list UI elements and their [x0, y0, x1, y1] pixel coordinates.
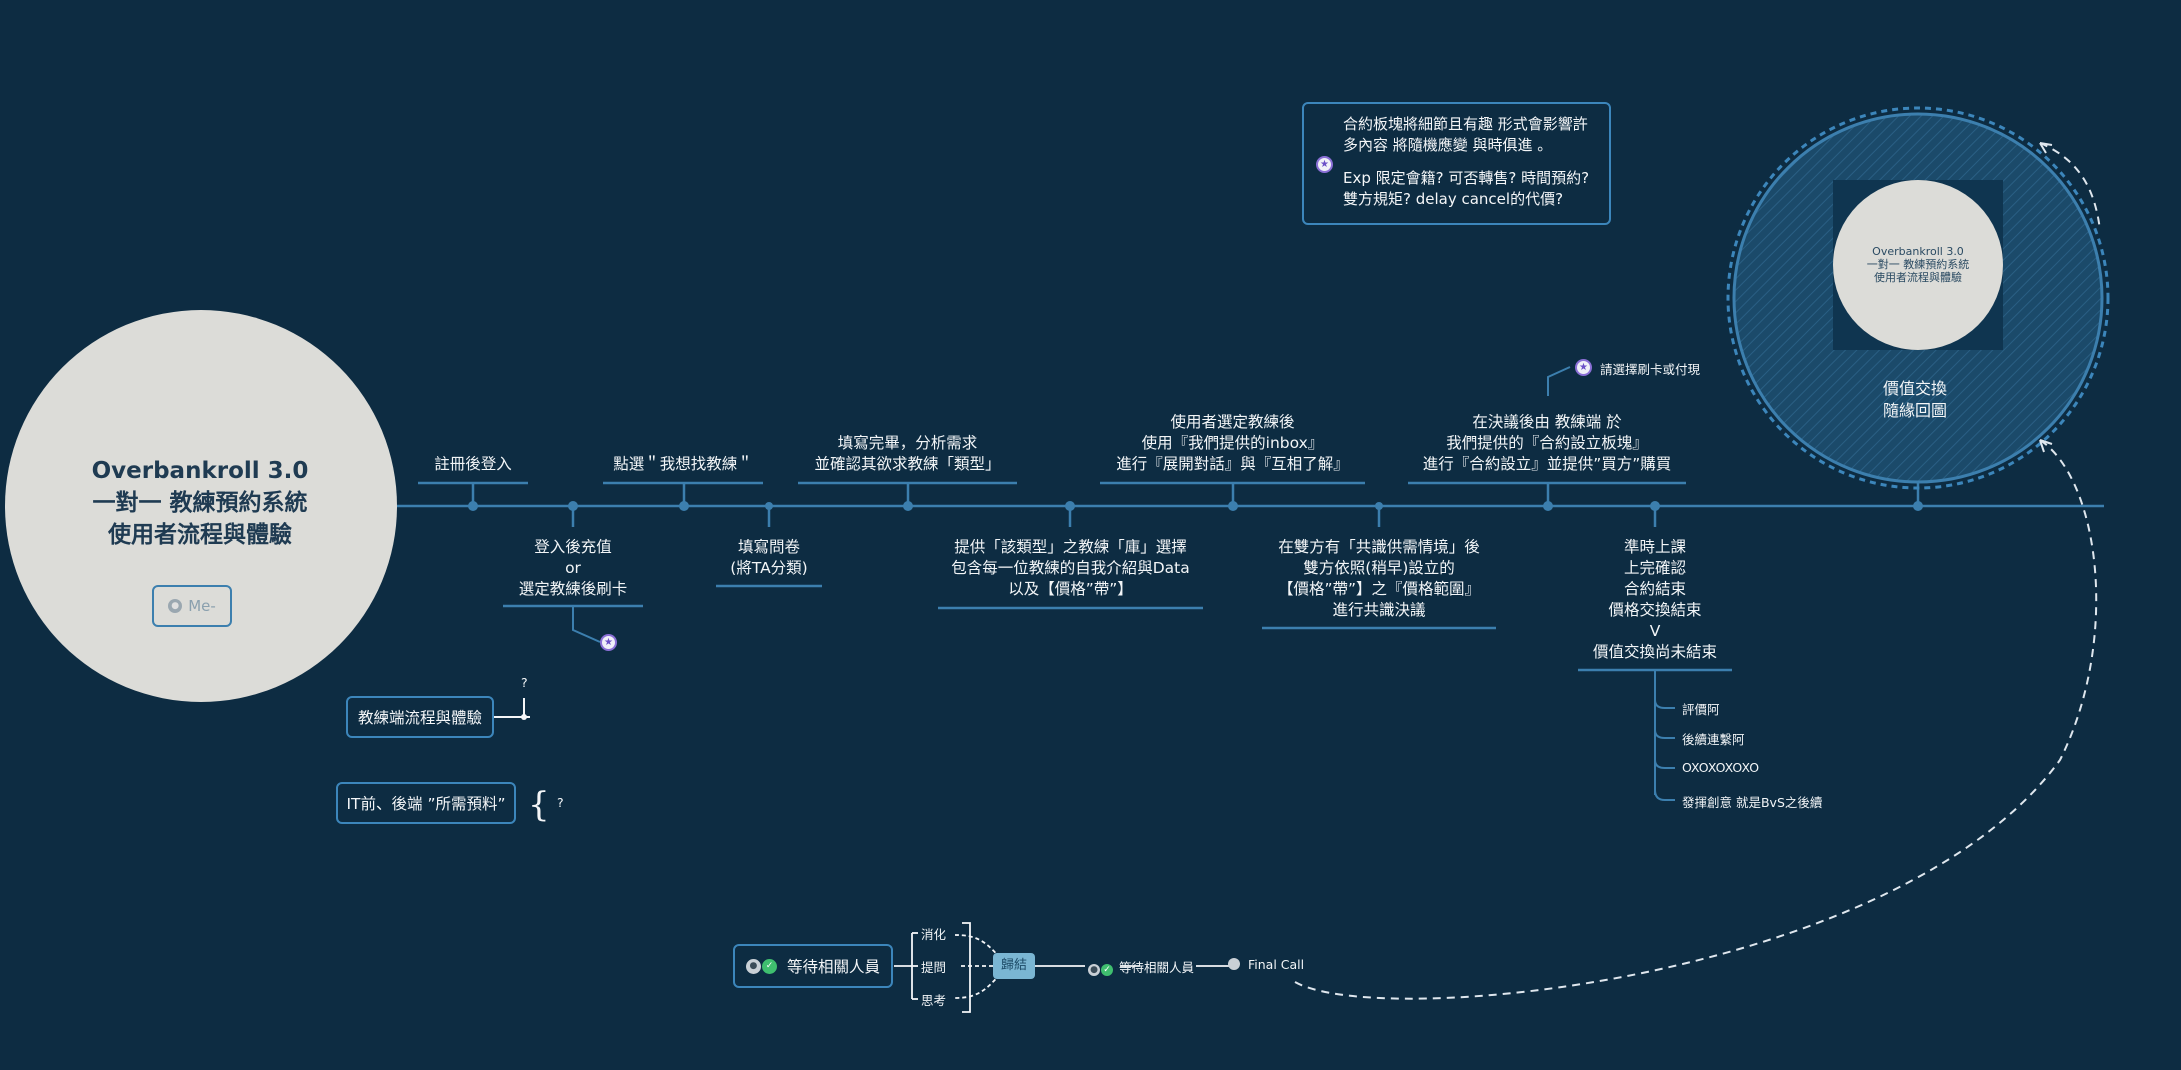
node-text: V — [1649, 622, 1661, 640]
branch-think[interactable]: 思考 — [921, 993, 947, 1008]
node-text: 價格交換結束 — [1608, 601, 1702, 619]
node-text: 在雙方有「共識供需情境」後 — [1278, 538, 1480, 556]
step-class-complete[interactable]: 準時上課 上完確認 合約結束 價格交換結束 V 價值交換尚未結束 — [1578, 537, 1732, 663]
b5-children-connectors — [1654, 670, 1675, 801]
node-text: 使用『我們提供的inbox』 — [1141, 434, 1324, 452]
step-analyze-needs[interactable]: 填寫完畢，分析需求 並確認其欲求教練「類型」 — [798, 433, 1017, 475]
note-paragraph: Exp 限定會籍? 可否轉售? 時間預約? 雙方規矩? delay cancel… — [1343, 169, 1590, 208]
note-paragraph: 合約板塊將細節且有趣 形式會影響許多內容 將隨機應變 與時俱進 。 — [1343, 115, 1588, 154]
node-text: 填寫完畢，分析需求 — [837, 434, 978, 452]
user-avatar-icon — [1228, 958, 1240, 970]
step-questionnaire[interactable]: 填寫問卷 (將TA分類) — [716, 537, 822, 579]
node-text: 進行『合約設立』並提供”買方”購買 — [1422, 455, 1672, 473]
child-follow-up[interactable]: 後續連繫阿 — [1682, 732, 1745, 747]
loop-label-line: 價值交換 — [1882, 379, 1947, 398]
waiting-next[interactable]: ●✓ 等待相關人員 — [1088, 957, 1194, 976]
contract-note[interactable]: ★ 合約板塊將細節且有趣 形式會影響許多內容 將隨機應變 與時俱進 。 Exp … — [1302, 102, 1611, 225]
step-register-login[interactable]: 註冊後登入 — [418, 454, 528, 475]
node-text: 包含每一位教練的自我介紹與Data — [951, 559, 1190, 577]
topic-label: 等待相關人員 — [786, 958, 880, 976]
star-marker-icon: ★ — [600, 634, 617, 651]
topic-label: IT前、後端 ”所需預料” — [346, 795, 506, 813]
loop-node-label[interactable]: 價值交換 隨緣回圖 — [1860, 378, 1970, 422]
node-text: 雙方依照(稍早)設立的 — [1303, 559, 1455, 577]
node-text: 合約結束 — [1623, 580, 1686, 598]
node-text: 填寫問卷 — [737, 538, 800, 556]
node-text: 使用者選定教練後 — [1170, 413, 1295, 431]
user-avatar-icon: ● — [168, 599, 183, 613]
branch-ask[interactable]: 提問 — [921, 960, 947, 975]
topic-label: 教練端流程與體驗 — [357, 709, 482, 727]
step-inbox-chat[interactable]: 使用者選定教練後 使用『我們提供的inbox』 進行『展開對話』與『互相了解』 — [1100, 412, 1365, 475]
mini-title-line: Overbankroll 3.0 — [1872, 245, 1964, 258]
branch-digest[interactable]: 消化 — [921, 927, 947, 942]
summary-node[interactable]: 歸結 — [993, 953, 1035, 979]
node-text: (將TA分類) — [730, 559, 808, 577]
coach-flow-question[interactable]: ? — [521, 675, 528, 690]
step-contract-setup[interactable]: 在決議後由 教練端 於 我們提供的『合約設立板塊』 進行『合約設立』並提供”買方… — [1408, 412, 1686, 475]
node-text: 上完確認 — [1623, 559, 1686, 577]
people-icon: ●✓ — [1088, 964, 1113, 976]
node-text: 點選＂我想找教練＂ — [613, 455, 753, 473]
node-text: 準時上課 — [1623, 538, 1686, 556]
child-creativity[interactable]: 發揮創意 就是BvS之後續 — [1682, 795, 1823, 810]
return-loop-arrow — [1294, 439, 2098, 1000]
brace-icon: { — [528, 785, 550, 825]
central-title-line: 使用者流程與體驗 — [108, 522, 292, 548]
node-text: or — [565, 559, 581, 577]
node-text: 等待相關人員 — [1119, 960, 1195, 975]
star-marker-icon: ★ — [1575, 359, 1592, 376]
loop-label-line: 隨緣回圖 — [1882, 401, 1947, 420]
central-topic-circle[interactable] — [5, 310, 397, 702]
timeline-dots — [468, 501, 1923, 511]
node-text: Final Call — [1248, 957, 1305, 972]
me-chip[interactable]: ● Me- — [152, 585, 232, 627]
callout-payment-choice[interactable]: 請選擇刷卡或付現 — [1600, 362, 1701, 377]
node-text: 【價格”帶”】之『價格範圍』 — [1277, 580, 1481, 598]
below-connectors — [503, 470, 1920, 672]
node-text: 提供「該類型」之教練「庫」選擇 — [954, 538, 1187, 556]
node-text: 並確認其欲求教練「類型」 — [814, 455, 1001, 473]
node-text: 以及【價格”帶”】 — [1008, 580, 1133, 598]
coach-flow-topic[interactable]: 教練端流程與體驗 — [346, 696, 494, 738]
node-text: 在決議後由 教練端 於 — [1472, 413, 1622, 431]
node-text: 進行『展開對話』與『互相了解』 — [1116, 455, 1349, 473]
it-needs-question[interactable]: ? — [557, 795, 564, 810]
central-topic-title: Overbankroll 3.0 一對一 教練預約系統 使用者流程與體驗 — [40, 455, 360, 551]
mini-title-line: 使用者流程與體驗 — [1874, 271, 1962, 284]
it-needs-topic[interactable]: IT前、後端 ”所需預料” — [336, 782, 516, 824]
waiting-connectors — [894, 922, 1230, 1013]
central-title-line: Overbankroll 3.0 — [91, 458, 309, 484]
node-text: 註冊後登入 — [434, 455, 512, 473]
people-icon: ●✓ — [745, 958, 777, 974]
node-text: 選定教練後刷卡 — [518, 580, 628, 598]
child-oxox[interactable]: OXOXOXOXO — [1682, 760, 1760, 775]
node-text: 登入後充值 — [534, 538, 612, 556]
child-review[interactable]: 評價阿 — [1682, 702, 1720, 717]
step-coach-library[interactable]: 提供「該類型」之教練「庫」選擇 包含每一位教練的自我介紹與Data 以及【價格”… — [938, 537, 1203, 600]
node-text: 價值交換尚未結束 — [1592, 643, 1717, 661]
final-call[interactable]: Final Call — [1228, 957, 1304, 972]
step-consensus[interactable]: 在雙方有「共識供需情境」後 雙方依照(稍早)設立的 【價格”帶”】之『價格範圍』… — [1262, 537, 1496, 621]
node-text: 我們提供的『合約設立板塊』 — [1446, 434, 1648, 452]
star-marker-icon: ★ — [1316, 156, 1333, 173]
loop-mini-title: Overbankroll 3.0 一對一 教練預約系統 使用者流程與體驗 — [1833, 245, 2003, 284]
step-topup-or-card[interactable]: 登入後充值 or 選定教練後刷卡 — [503, 537, 643, 600]
step-find-coach[interactable]: 點選＂我想找教練＂ — [603, 454, 763, 475]
node-text: 進行共識決議 — [1332, 601, 1426, 619]
waiting-topic[interactable]: ●✓ 等待相關人員 — [733, 944, 893, 988]
mini-title-line: 一對一 教練預約系統 — [1866, 258, 1970, 271]
me-chip-label: Me- — [188, 597, 216, 615]
central-title-line: 一對一 教練預約系統 — [92, 490, 308, 516]
above-connectors — [418, 481, 1686, 506]
